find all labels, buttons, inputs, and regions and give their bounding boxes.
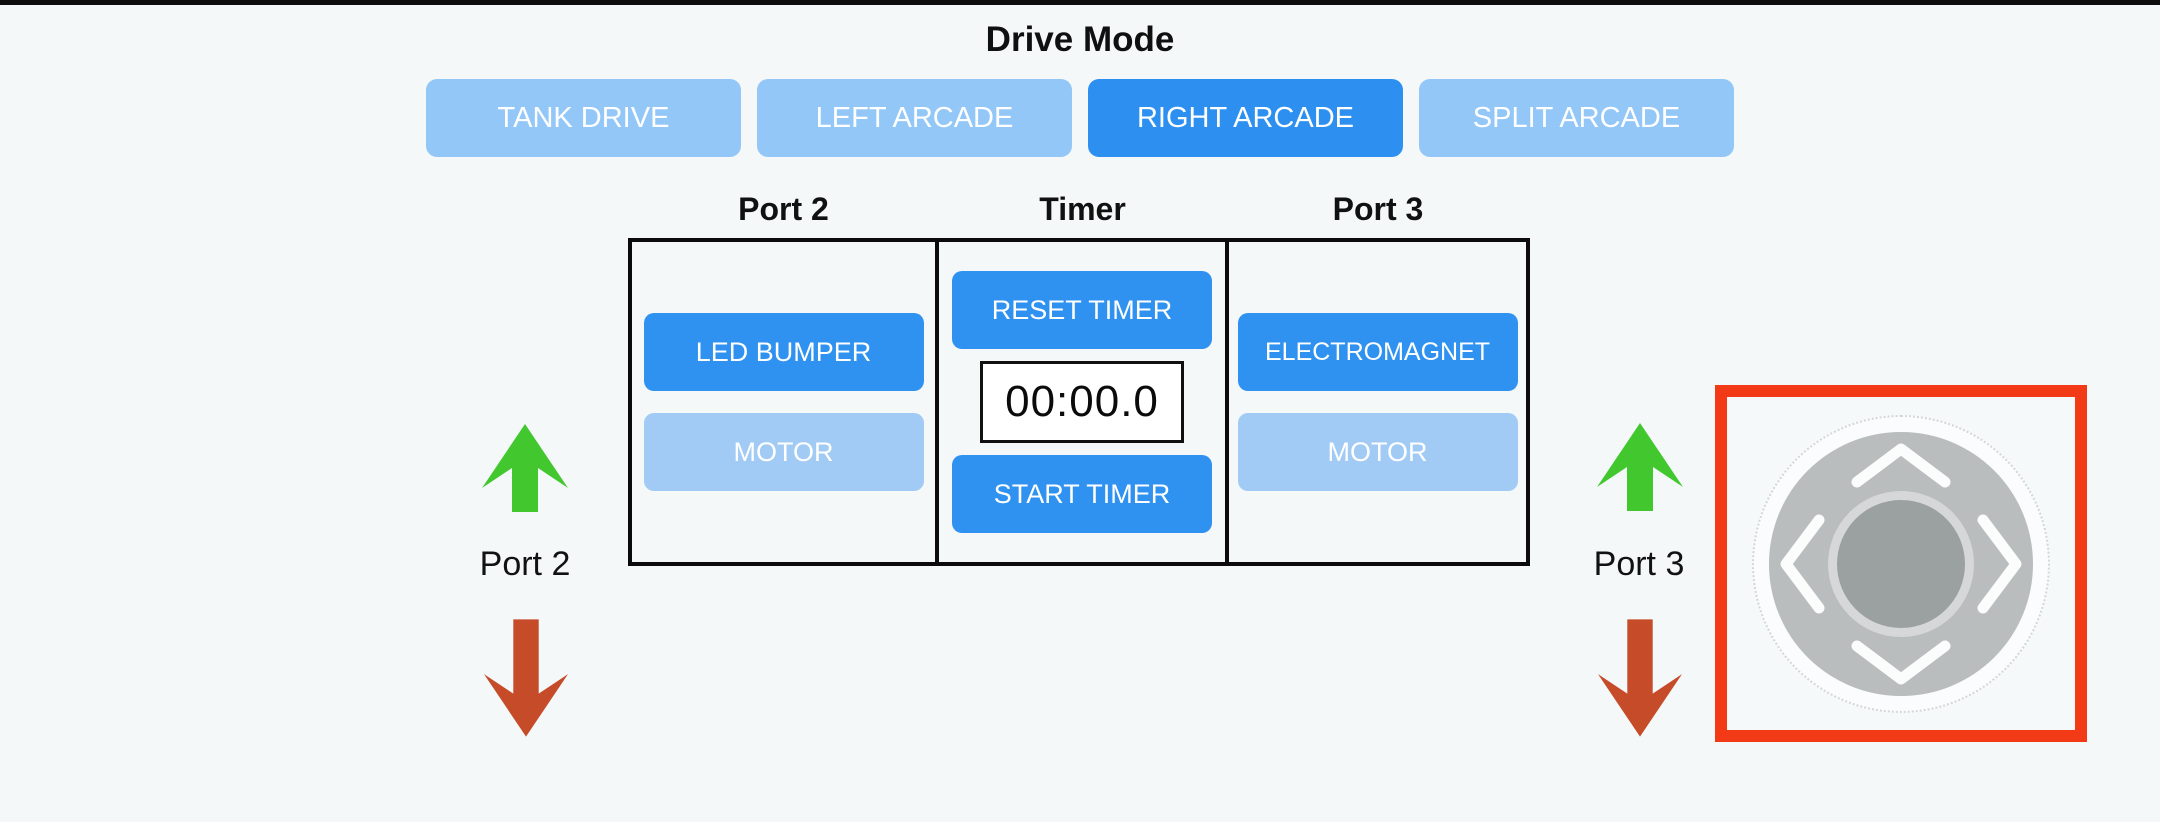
timer-column-header: Timer (1039, 190, 1126, 227)
accessory-panel: Port 2 Timer Port 3 LED BUMPER MOTOR RES… (628, 184, 1530, 566)
timer-column: RESET TIMER 00:00.0 START TIMER (939, 242, 1225, 562)
port2-side-label: Port 2 (479, 545, 571, 583)
right-arcade-button[interactable]: RIGHT ARCADE (1088, 79, 1403, 157)
port2-motor-button[interactable]: MOTOR (643, 413, 924, 491)
electromagnet-button[interactable]: ELECTROMAGNET (1237, 313, 1518, 391)
joystick-frame (1715, 385, 2087, 742)
tank-drive-button[interactable]: TANK DRIVE (426, 79, 741, 157)
port3-up-button[interactable] (1597, 423, 1683, 511)
column-divider (935, 242, 939, 562)
red-down-arrow-icon (1598, 619, 1682, 737)
red-down-arrow-icon (484, 619, 568, 737)
up-chevron-icon (1851, 443, 1951, 487)
right-chevron-icon (1977, 514, 2022, 613)
joystick-knob[interactable] (1837, 499, 1965, 628)
joystick-chevrons (1780, 443, 2022, 684)
port2-column-header: Port 2 (738, 190, 829, 227)
port2-column: LED BUMPER MOTOR (632, 242, 935, 562)
left-arcade-button[interactable]: LEFT ARCADE (757, 79, 1072, 157)
joystick-boundary (1752, 414, 2050, 713)
reset-timer-button[interactable]: RESET TIMER (952, 271, 1212, 349)
top-border-bar (0, 0, 2160, 5)
green-up-arrow-icon (1597, 423, 1683, 511)
green-up-arrow-icon (482, 424, 568, 512)
port3-column: ELECTROMAGNET MOTOR (1229, 242, 1526, 562)
left-chevron-icon (1780, 514, 1825, 613)
drive-mode-button-group: TANK DRIVE LEFT ARCADE RIGHT ARCADE SPLI… (426, 79, 1734, 157)
led-bumper-button[interactable]: LED BUMPER (643, 313, 924, 391)
panel-headers: Port 2 Timer Port 3 (628, 184, 1530, 234)
timer-display: 00:00.0 (980, 361, 1184, 443)
port2-down-button[interactable] (484, 618, 568, 738)
down-chevron-icon (1851, 640, 1951, 684)
split-arcade-button[interactable]: SPLIT ARCADE (1419, 79, 1734, 157)
drive-mode-heading: Drive Mode (985, 20, 1175, 59)
start-timer-button[interactable]: START TIMER (952, 455, 1212, 533)
port3-column-header: Port 3 (1332, 190, 1424, 227)
joystick-knob-ring (1828, 490, 1974, 637)
joystick-pad[interactable] (1769, 431, 2033, 696)
column-divider (1225, 242, 1229, 562)
panel-table: LED BUMPER MOTOR RESET TIMER 00:00.0 STA… (628, 238, 1530, 566)
port3-motor-button[interactable]: MOTOR (1237, 413, 1518, 491)
port3-side-label: Port 3 (1593, 545, 1685, 583)
port2-up-button[interactable] (482, 424, 568, 512)
port3-down-button[interactable] (1598, 618, 1682, 738)
